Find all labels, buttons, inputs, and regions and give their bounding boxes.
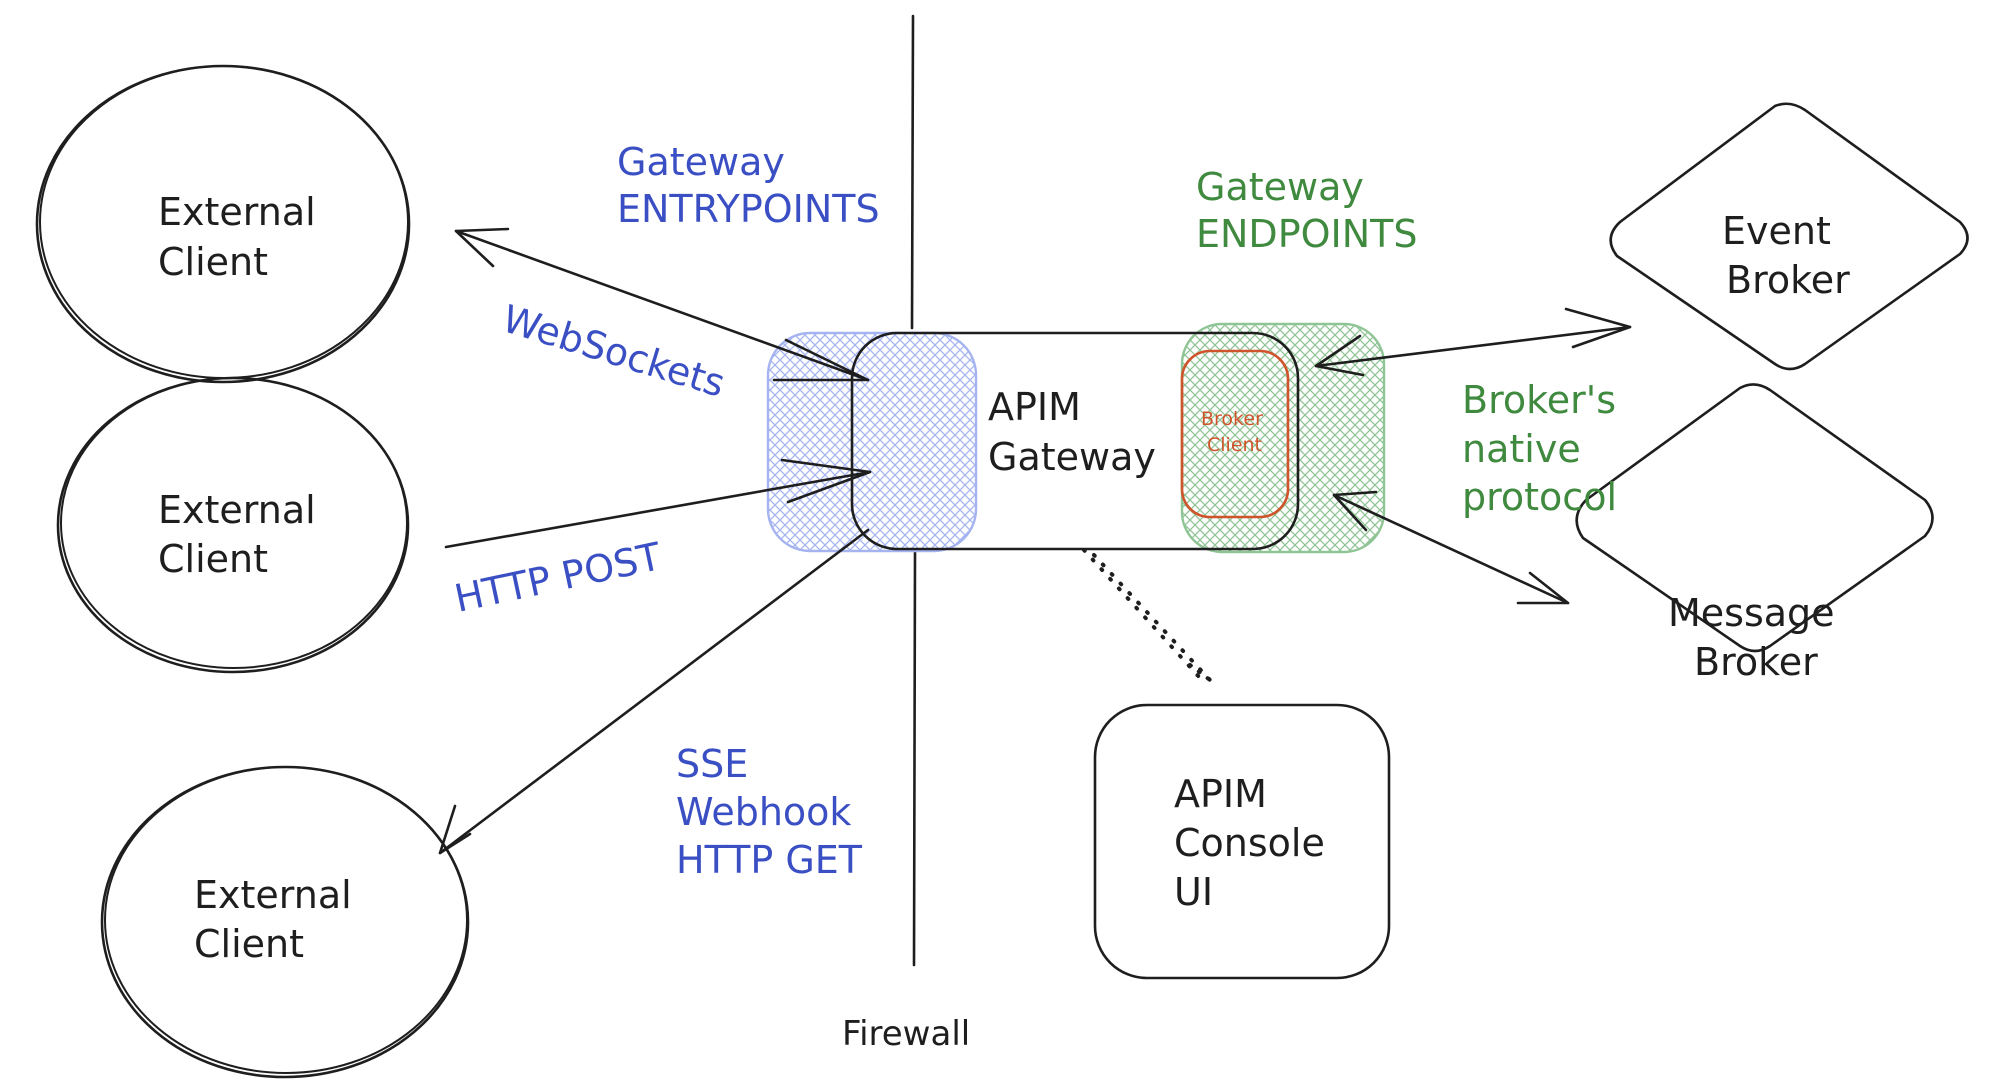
websockets-label: WebSockets (497, 297, 730, 406)
gateway-shape (850, 331, 1300, 551)
firewall-line-bottom (912, 550, 917, 967)
console-dotted-arrowhead (1188, 663, 1212, 682)
message-broker-arrowhead-gateway (1332, 490, 1378, 532)
message-broker[interactable]: Message Broker (1575, 383, 1934, 684)
console-dotted-line-1 (1082, 548, 1202, 680)
message-broker-arrowhead (1516, 571, 1570, 605)
entrypoints-hatch (766, 331, 978, 553)
message-broker-shape (1575, 383, 1934, 653)
entrypoints-label-2: ENTRYPOINTS (617, 187, 880, 231)
firewall-label: Firewall (842, 1014, 970, 1054)
external-client-middle[interactable]: External Client (56, 376, 410, 674)
broker-client[interactable]: Broker Client (1180, 349, 1290, 519)
client-mid-label-1: External (158, 488, 316, 532)
event-broker-shape (1609, 102, 1969, 371)
endpoints-label-1: Gateway (1196, 165, 1364, 209)
console-label-3: UI (1174, 870, 1213, 914)
event-broker-arrowhead (1564, 307, 1632, 349)
edge-websockets (454, 227, 870, 382)
client-top-label-2: Client (158, 240, 268, 284)
http-post-label: HTTP POST (451, 534, 666, 621)
external-client-top[interactable]: External Client (35, 64, 411, 384)
gateway-label-1: APIM (988, 385, 1081, 429)
firewall-line-top (910, 14, 915, 330)
edge-async-out (438, 528, 870, 855)
external-client-bottom[interactable]: External Client (100, 765, 470, 1079)
console-shape (1093, 703, 1391, 980)
entrypoints-label-1: Gateway (617, 140, 785, 184)
edge-http-post (444, 458, 872, 549)
gateway-label-2: Gateway (988, 435, 1156, 479)
client-bottom-label-2: Client (194, 922, 304, 966)
broker-protocol-label-3: protocol (1462, 475, 1617, 519)
event-broker-arrowhead-gateway (1314, 334, 1365, 377)
console-label-1: APIM (1174, 772, 1267, 816)
client-top-label-1: External (158, 190, 316, 234)
http-post-arrowhead (780, 458, 872, 504)
endpoints-label-2: ENDPOINTS (1196, 212, 1418, 256)
http-post-arrow-line (444, 470, 872, 549)
gateway-entrypoints-zone (766, 331, 978, 553)
event-broker-label-1: Event (1722, 209, 1831, 253)
websockets-arrow-line (454, 229, 870, 382)
async-label-2: Webhook (676, 790, 851, 834)
apim-gateway[interactable]: APIM Gateway (850, 331, 1300, 551)
async-out-arrowhead (438, 804, 472, 855)
event-broker[interactable]: Event Broker (1609, 102, 1969, 371)
broker-protocol-label-1: Broker's (1462, 378, 1616, 422)
edge-event-broker (1314, 307, 1632, 377)
firewall: Firewall (842, 14, 970, 1054)
async-out-arrow-line (438, 528, 870, 855)
message-broker-label-1: Message (1668, 591, 1835, 635)
broker-client-label-2: Client (1207, 434, 1262, 456)
async-label-3: HTTP GET (676, 838, 863, 882)
broker-client-shape (1180, 349, 1290, 519)
websockets-arrowhead-client (454, 227, 510, 268)
client-mid-label-2: Client (158, 537, 268, 581)
broker-client-label-1: Broker (1201, 408, 1263, 430)
async-label-1: SSE (676, 742, 748, 786)
client-bottom-label-1: External (194, 873, 352, 917)
console-dotted-line-2 (1092, 553, 1212, 682)
console-label-2: Console (1174, 821, 1325, 865)
apim-console-ui[interactable]: APIM Console UI (1093, 703, 1391, 980)
client-bottom-shape-sketch (104, 766, 468, 1074)
client-mid-shape-sketch (60, 377, 408, 669)
event-broker-label-2: Broker (1726, 258, 1850, 302)
message-broker-arrow-line (1332, 493, 1570, 605)
edge-message-broker (1332, 490, 1570, 605)
websockets-arrowhead-gateway (772, 338, 870, 382)
message-broker-label-2: Broker (1694, 640, 1818, 684)
broker-protocol-label-2: native (1462, 427, 1581, 471)
edge-console (1082, 548, 1212, 682)
event-broker-arrow-line (1314, 325, 1632, 368)
